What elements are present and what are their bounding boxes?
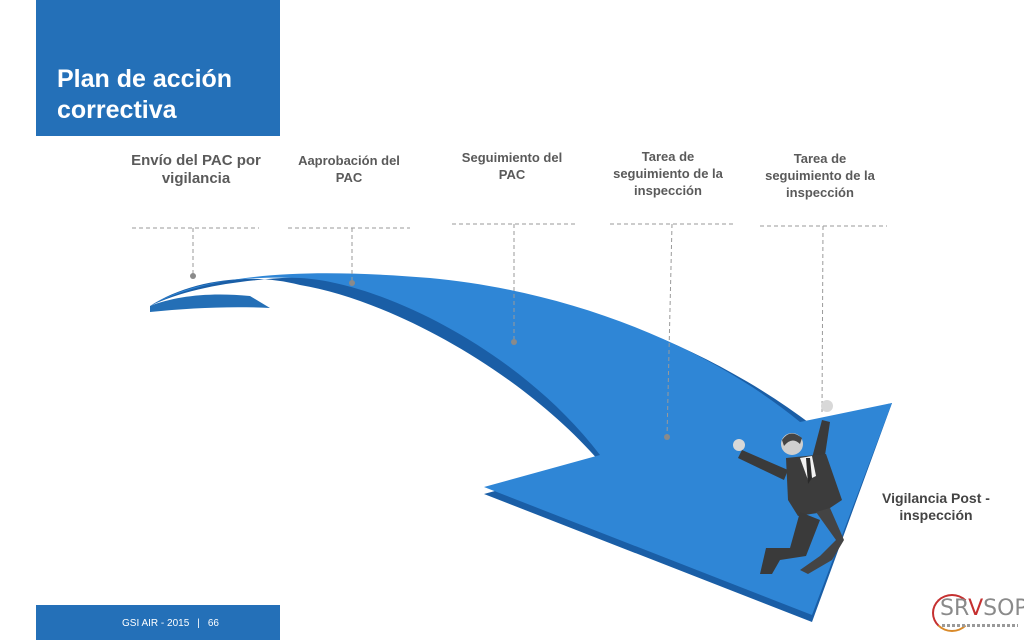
page-number: 66 [207, 618, 219, 629]
srvsop-logo-icon: SRVSOP [930, 592, 1024, 636]
footer-separator: | [197, 618, 200, 629]
logo-ring [932, 594, 972, 632]
title-banner: Plan de acción correctiva [36, 0, 280, 136]
logo-text: SRVSOP [940, 596, 1024, 621]
footer-org: GSI AIR - 2015 [122, 618, 190, 629]
logo-accent: V [968, 596, 984, 621]
final-step-label: Vigilancia Post - inspección [882, 490, 990, 523]
leader-dot-1 [190, 273, 196, 279]
step-label-1: Envío del PAC por vigilancia [131, 152, 261, 187]
arrow-body [150, 273, 892, 615]
step-label-4: Tarea de seguimiento de la inspección [613, 149, 723, 198]
logo-subtitle-line [942, 624, 1018, 627]
footer-bar: GSI AIR - 2015 | 66 [36, 605, 280, 640]
slide-title: Plan de acción correctiva [57, 65, 233, 124]
logo-prefix: SR [940, 596, 969, 621]
leader-dot-3 [511, 339, 517, 345]
leader-dot-2 [349, 280, 355, 286]
step-label-2: Aaprobación del PAC [298, 153, 400, 185]
step-label-5: Tarea de seguimiento de la inspección [765, 151, 875, 200]
footer-text: GSI AIR - 2015 | 66 [122, 618, 219, 629]
leader-line-v-4 [666, 223, 673, 438]
logo-suffix: SOP [983, 596, 1024, 621]
step-label-3: Seguimiento del PAC [461, 150, 563, 182]
leader-dot-4 [664, 434, 670, 440]
celebrating-businessman-icon [733, 400, 844, 574]
arrow-tail-curl [150, 294, 270, 312]
leader-line-v-5 [821, 225, 824, 413]
